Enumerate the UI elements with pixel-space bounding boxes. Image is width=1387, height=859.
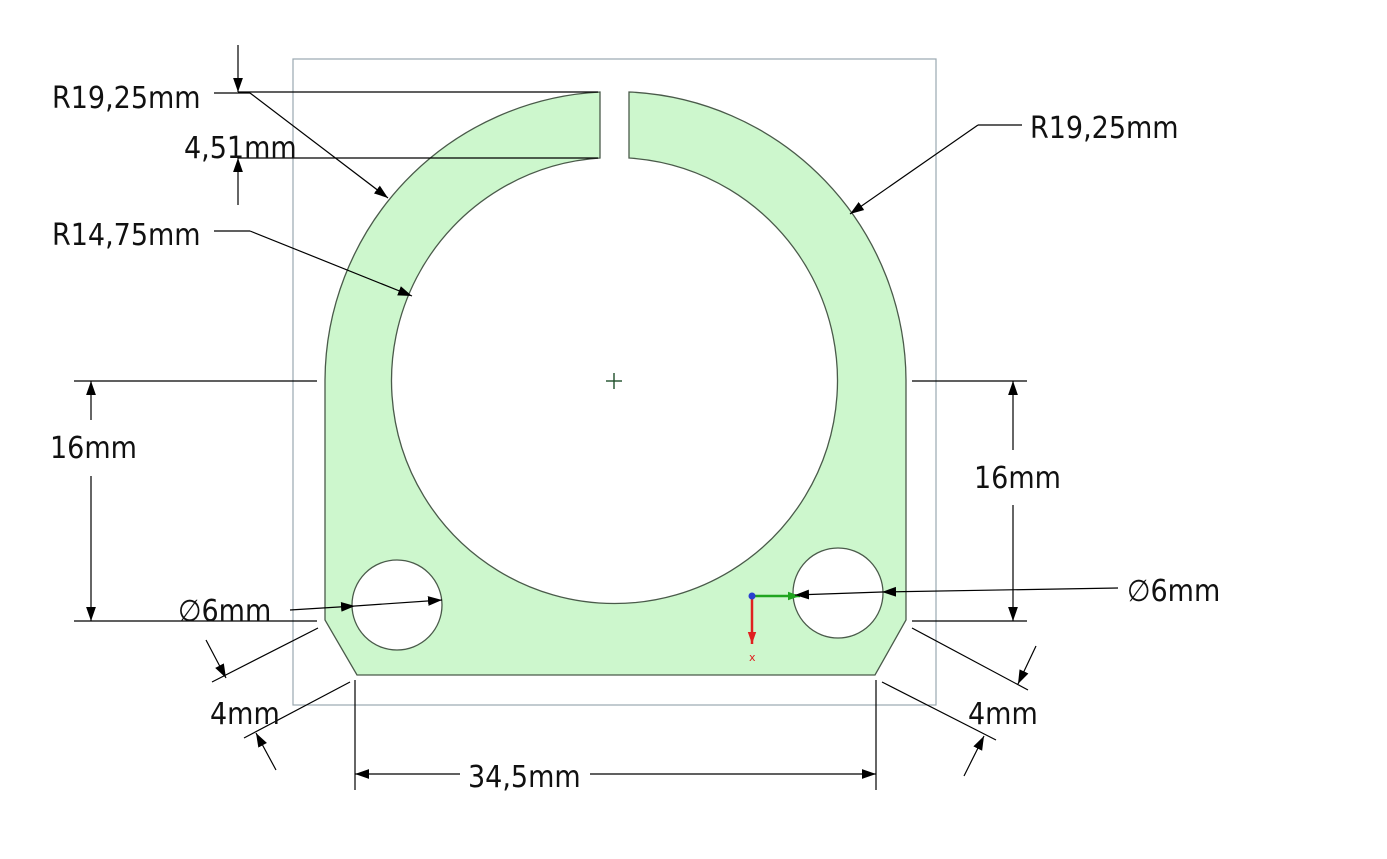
dimension-slot-depth: 4,51mm — [184, 45, 598, 205]
label-outer-radius-left: R19,25mm — [52, 81, 201, 116]
label-hole-left: ∅6mm — [178, 594, 271, 629]
dimension-chamfer-right: 4mm — [881, 627, 1038, 777]
label-height-right: 16mm — [974, 461, 1061, 496]
dimension-chamfer-left: 4mm — [205, 627, 351, 771]
dimension-outer-radius-right: R19,25mm — [849, 111, 1179, 215]
dimension-outer-radius-left: R19,25mm — [52, 81, 389, 199]
dimension-inner-radius: R14,75mm — [52, 218, 413, 297]
label-hole-right: ∅6mm — [1127, 574, 1220, 609]
centre-mark — [606, 373, 622, 389]
label-inner-radius: R14,75mm — [52, 218, 201, 253]
axis-triad: x — [747, 591, 800, 664]
label-slot-depth: 4,51mm — [184, 131, 297, 166]
dimension-height-right: 16mm — [912, 380, 1061, 622]
sketch-frame — [292, 58, 937, 706]
dimension-height-left: 16mm — [50, 380, 317, 622]
dimension-bottom-width: 34,5mm — [354, 680, 877, 795]
label-outer-radius-right: R19,25mm — [1030, 111, 1179, 146]
label-height-left: 16mm — [50, 431, 137, 466]
dimension-hole-left: ∅6mm — [178, 594, 443, 629]
label-chamfer-left: 4mm — [210, 697, 280, 732]
label-bottom-width: 34,5mm — [468, 760, 581, 795]
label-chamfer-right: 4mm — [968, 697, 1038, 732]
axis-x-label: x — [749, 651, 756, 664]
dimension-hole-right: ∅6mm — [794, 574, 1220, 609]
